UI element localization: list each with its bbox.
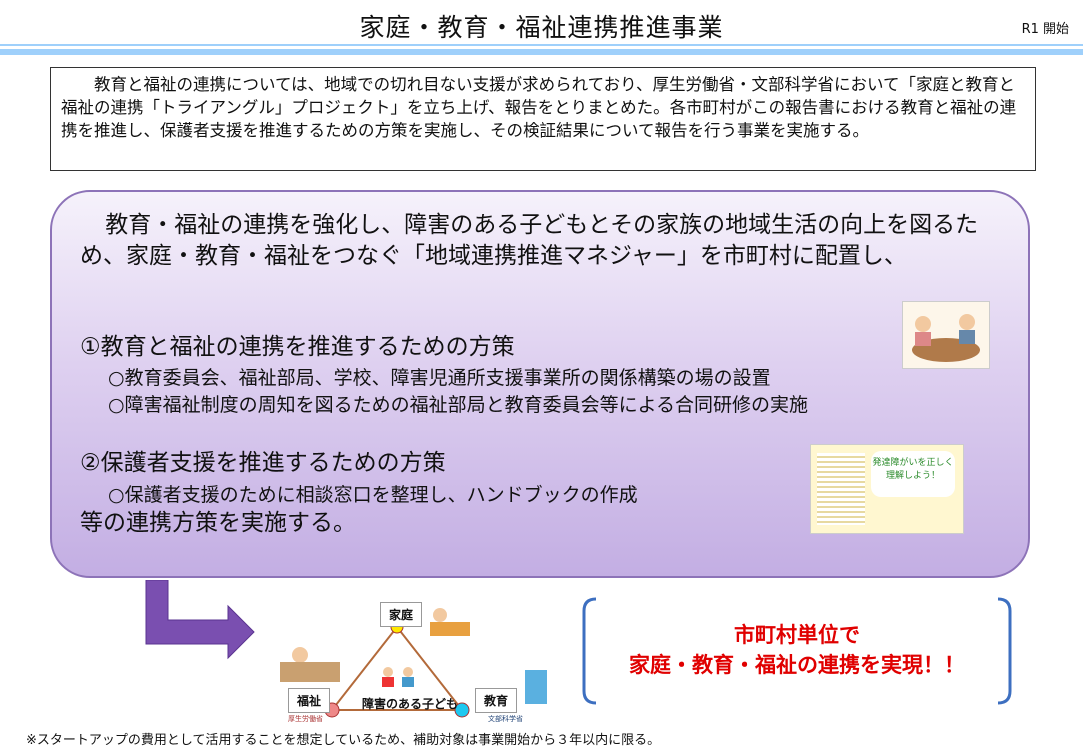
footnote: ※スタートアップの費用として活用することを想定しているため、補助対象は事業開始か… — [26, 733, 661, 748]
label-education: 教育 — [475, 688, 518, 713]
triangle-diagram: 家庭 福祉 教育 障害のある子ども 厚生労働省 文部科学省 — [270, 600, 570, 730]
mext-logo: 文部科学省 — [488, 715, 523, 723]
label-center: 障害のある子ども — [362, 697, 459, 711]
start-badge: R1 開始 — [1021, 22, 1069, 37]
measure-1-heading: ①教育と福祉の連携を推進するための方策 — [80, 334, 515, 360]
intro-box: 教育と福祉の連携については、地域での切れ目ない支援が求められており、厚生労働省・… — [50, 67, 1036, 171]
measure-1-item: ○教育委員会、福祉部局、学校、障害児通所支援事業所の関係構築の場の設置 — [108, 367, 771, 389]
handbook-title: 発達障がいを正しく理解しよう！ — [871, 451, 955, 497]
main-panel: 教育・福祉の連携を強化し、障害のある子どもとその家族の地域生活の向上を図るため、… — [50, 190, 1030, 578]
handbook-image: 発達障がいを正しく理解しよう！ — [810, 444, 964, 534]
flow-arrow-icon — [145, 580, 255, 660]
result-bracket — [582, 597, 1012, 705]
result-text: 市町村単位で 家庭・教育・福祉の連携を実現！！ — [582, 620, 1012, 680]
mhlw-logo: 厚生労働省 — [288, 715, 323, 723]
meeting-illustration — [902, 301, 990, 369]
label-home: 家庭 — [380, 602, 423, 627]
label-welfare: 福祉 — [288, 688, 331, 713]
lead-text: 教育・福祉の連携を強化し、障害のある子どもとその家族の地域生活の向上を図るため、… — [80, 212, 979, 269]
measure-1-item: ○障害福祉制度の周知を図るための福祉部局と教育委員会等による合同研修の実施 — [108, 394, 809, 416]
result-line-1: 市町村単位で — [734, 623, 860, 647]
closing-text: 等の連携方策を実施する。 — [80, 510, 356, 536]
result-line-2: 家庭・教育・福祉の連携を実現！！ — [629, 653, 965, 677]
divider-bar — [0, 49, 1083, 55]
measure-2-item: ○保護者支援のために相談窓口を整理し、ハンドブックの作成 — [108, 484, 638, 506]
measure-2-heading: ②保護者支援を推進するための方策 — [80, 450, 446, 476]
divider — [0, 44, 1083, 46]
page-title: 家庭・教育・福祉連携推進事業 — [359, 13, 724, 42]
